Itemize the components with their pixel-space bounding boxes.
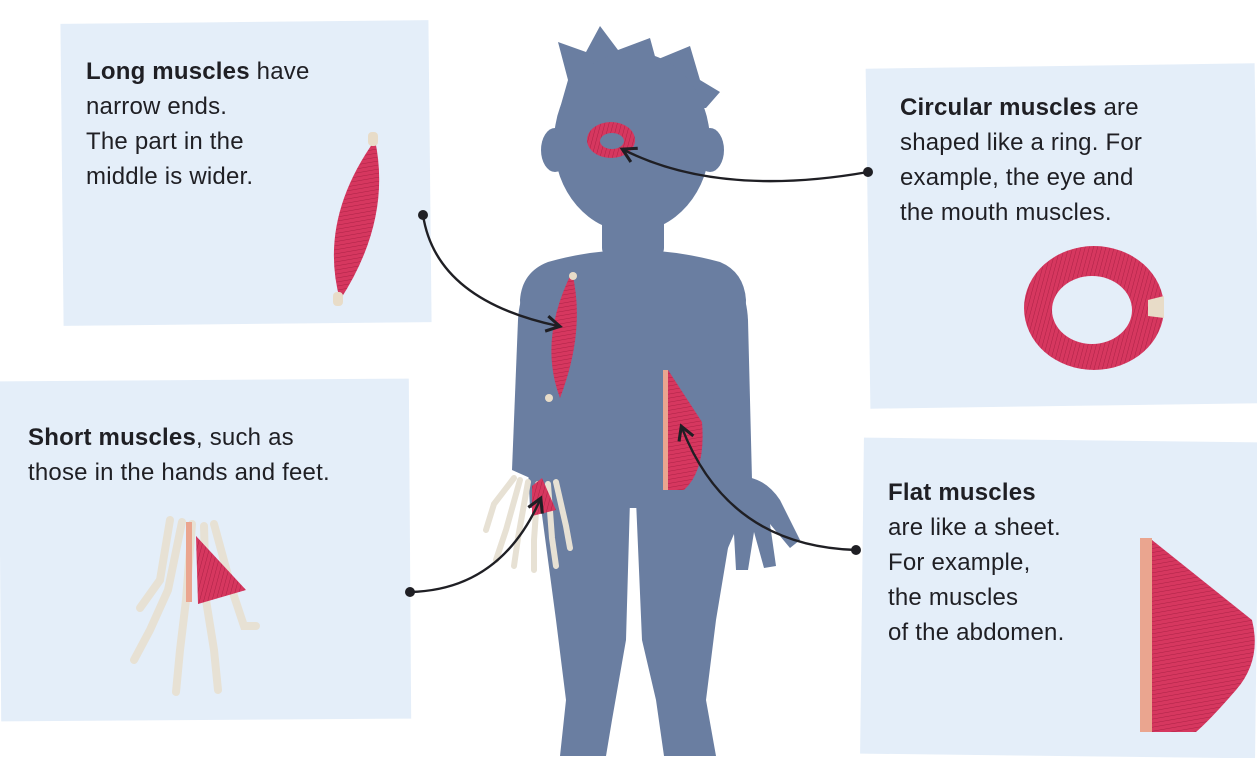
long-muscles-title: Long muscles: [86, 58, 250, 85]
long-connector: [421, 214, 563, 333]
hand-muscle-icon: [186, 522, 246, 604]
circular-connector-dot: [863, 167, 873, 177]
hand-bones-icon: [130, 516, 260, 696]
short-connector: [409, 495, 544, 594]
flat-muscles-title: Flat muscles: [888, 479, 1036, 506]
circular-muscles-text: Circular muscles are shaped like a ring.…: [900, 94, 1143, 226]
short-muscles-title: Short muscles: [28, 424, 196, 451]
child-silhouette: [512, 26, 800, 756]
arm-long-muscle-icon: [545, 272, 577, 402]
flat-muscles-text: Flat muscles are like a sheet. For examp…: [888, 479, 1065, 646]
circular-muscle-icon: [1024, 246, 1164, 370]
long-muscle-icon: [333, 132, 380, 306]
flat-connector-dot: [851, 545, 861, 555]
flat-connector: [677, 423, 857, 552]
short-connector-dot: [405, 587, 415, 597]
long-muscles-text: Long muscles have narrow ends. The part …: [86, 58, 310, 190]
circular-muscles-title: Circular muscles: [900, 94, 1097, 121]
short-muscles-text: Short muscles, such as those in the hand…: [28, 424, 330, 486]
long-connector-dot: [418, 210, 428, 220]
connectors: [409, 146, 869, 594]
circular-connector: [619, 146, 869, 183]
flat-muscle-icon: [1140, 538, 1255, 732]
